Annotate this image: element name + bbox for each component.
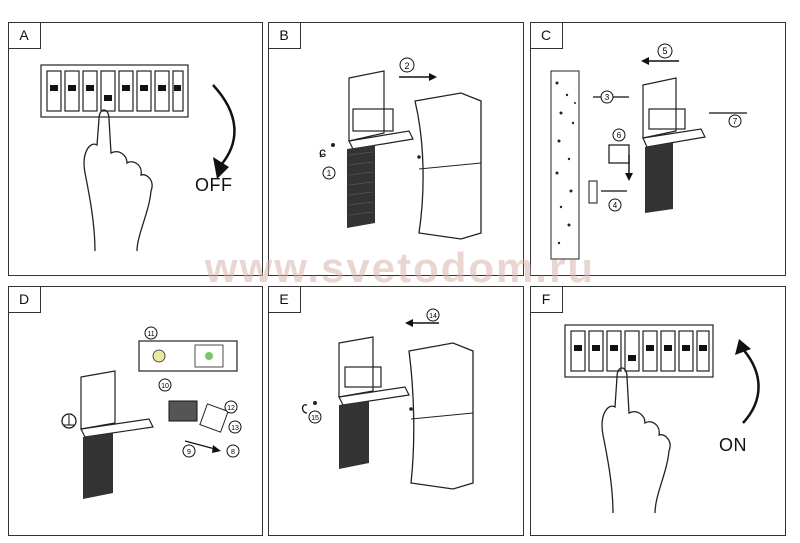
callout-8: 8: [231, 449, 235, 456]
turn-on-arrow: [740, 346, 760, 424]
wall-mount-plate: [347, 145, 375, 228]
ground-symbol: [61, 413, 77, 429]
panel-label-b: B: [269, 23, 301, 49]
panel-a: A OFF: [8, 22, 263, 276]
panel-b: B 2 ɕ 1: [268, 22, 524, 276]
off-label: OFF: [195, 175, 233, 195]
panel-label-d: D: [9, 287, 41, 313]
wiring-illustration: 11 10 12 13 9 8: [61, 326, 242, 499]
lamp-attach-illustration: 14 15: [301, 308, 474, 490]
on-label: ON: [719, 435, 747, 455]
callout-3: 3: [605, 93, 610, 102]
wall-mounting-illustration: 5 3 7 6 4: [550, 43, 747, 260]
callout-12: 12: [227, 405, 235, 412]
callout-11: 11: [147, 331, 154, 338]
callout-7: 7: [733, 117, 738, 126]
callout-1: 1: [327, 169, 332, 178]
breaker-panel: [564, 324, 714, 378]
callout-14: 14: [429, 313, 437, 320]
callout-4: 4: [613, 201, 618, 210]
callout-2: 2: [404, 61, 409, 71]
panel-f: F ON: [530, 286, 786, 536]
breaker-panel: [40, 64, 189, 118]
hand: [83, 109, 153, 252]
turn-off-arrow: [212, 84, 236, 166]
mounting-plate-illustration: 2 ɕ 1: [319, 57, 482, 240]
panel-d: D 11 10 12 13 9 8: [8, 286, 263, 536]
svg-text:ɕ: ɕ: [319, 144, 326, 160]
panel-label-e: E: [269, 287, 301, 313]
panel-label-c: C: [531, 23, 563, 49]
panel-label-f: F: [531, 287, 563, 313]
callout-13: 13: [231, 425, 239, 432]
callout-9: 9: [187, 449, 191, 456]
wall: [550, 70, 580, 260]
panel-e: E 14 15: [268, 286, 524, 536]
callout-15: 15: [311, 415, 319, 422]
callout-5: 5: [662, 46, 667, 56]
callout-6: 6: [617, 131, 622, 140]
hand: [601, 367, 671, 514]
breaker-on-illustration: [564, 324, 760, 514]
panel-c: C 5 3 7 6: [530, 22, 786, 276]
breaker-off-illustration: [40, 64, 236, 252]
callout-10: 10: [161, 383, 169, 390]
panel-label-a: A: [9, 23, 41, 49]
